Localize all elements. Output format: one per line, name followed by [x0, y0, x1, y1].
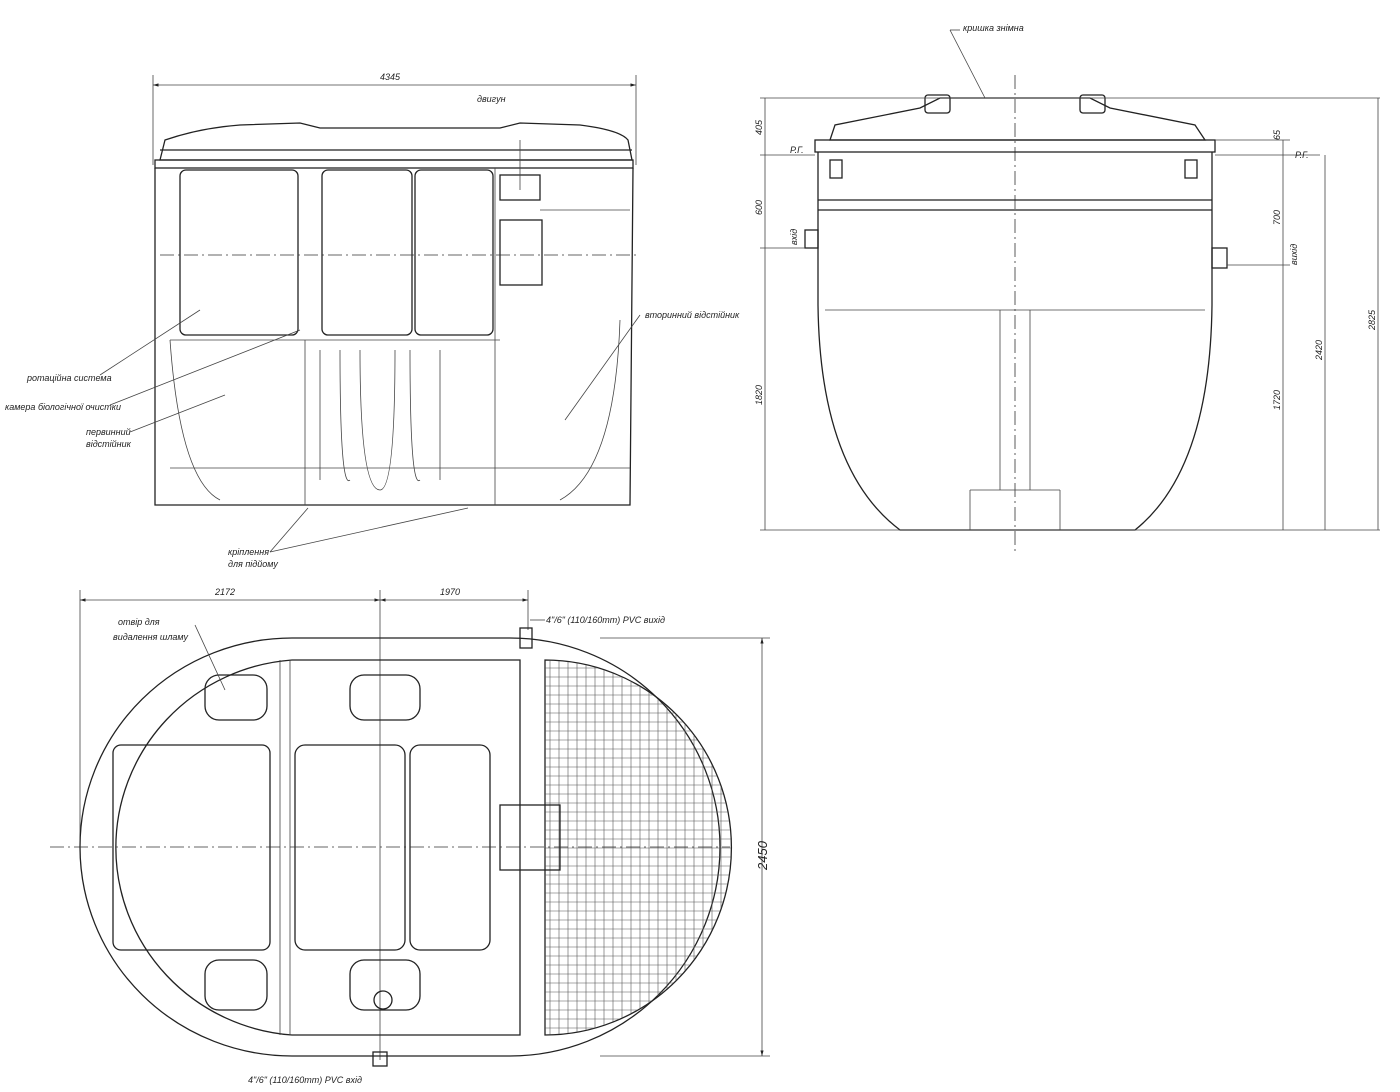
outlet-pipe	[519, 627, 533, 649]
dim-1720: 1720	[1272, 390, 1282, 410]
side-view: кришка знімна Р.Г. Р.Г. 405 600 1820 65 …	[754, 23, 1380, 555]
dim-65: 65	[1272, 129, 1282, 140]
rotor-drum	[112, 744, 271, 951]
removable-lid	[829, 97, 1207, 141]
dim-2172: 2172	[214, 587, 235, 597]
sludge-hole-label-2: видалення шламу	[113, 632, 188, 642]
outlet-label: вихід	[1289, 244, 1299, 265]
rotor-drum	[294, 744, 406, 951]
ground-level-left: Р.Г.	[790, 145, 804, 155]
sludge-hole	[349, 959, 421, 1011]
grating	[544, 659, 733, 1036]
ground-level-right: Р.Г.	[1295, 150, 1309, 160]
rotor-drum	[409, 744, 491, 951]
inlet-pipe	[372, 1051, 388, 1067]
inlet-label: вхід	[789, 229, 799, 245]
sludge-hole	[204, 674, 268, 721]
motor-housing	[499, 219, 543, 286]
outlet-pipe	[1211, 247, 1228, 269]
dim-2420: 2420	[1314, 340, 1324, 361]
rotor-drum	[321, 169, 413, 336]
dim-600: 600	[754, 200, 764, 215]
tank-lid	[159, 122, 633, 161]
dim-700: 700	[1272, 210, 1282, 225]
sludge-hole	[349, 674, 421, 721]
dim-2450: 2450	[755, 840, 770, 871]
width-dim: 4345	[380, 72, 401, 82]
sludge-hole-label: отвір для	[118, 617, 160, 627]
primary-settler-label: первинний	[86, 427, 131, 437]
outlet-pipe-label: 4"/6" (110/160mm) PVC вихід	[546, 615, 665, 625]
primary-settler-label-2: відстійник	[86, 439, 132, 449]
rotor-drum	[179, 169, 299, 336]
inlet-pipe	[804, 229, 819, 249]
motor-label: двигун	[477, 94, 506, 104]
tank-outline	[79, 637, 721, 1057]
dim-1970: 1970	[440, 587, 460, 597]
rotation-system-label: ротаційна система	[26, 373, 112, 383]
dim-1820: 1820	[754, 385, 764, 405]
rotor-drum	[414, 169, 494, 336]
secondary-settler-label: вторинний відстійник	[645, 310, 740, 320]
motor-plan	[499, 804, 561, 871]
plan-view: 2172 1970 2450 отвір для видалення шламу…	[50, 587, 770, 1085]
front-view: 4345 двигун ротаційна система камера біо…	[5, 72, 740, 569]
lifting-mount-label-2: для підйому	[228, 559, 278, 569]
lifting-mount-label: кріплення	[228, 547, 269, 557]
inlet-pipe-label: 4"/6" (110/160mm) PVC вхід	[248, 1075, 362, 1085]
tank-body	[154, 167, 634, 506]
lid-label: кришка знімна	[963, 23, 1024, 33]
bio-chamber-label: камера біологічної очистки	[5, 402, 121, 412]
dim-405: 405	[754, 119, 764, 135]
sludge-hole	[204, 959, 268, 1011]
dim-2825: 2825	[1367, 309, 1377, 331]
